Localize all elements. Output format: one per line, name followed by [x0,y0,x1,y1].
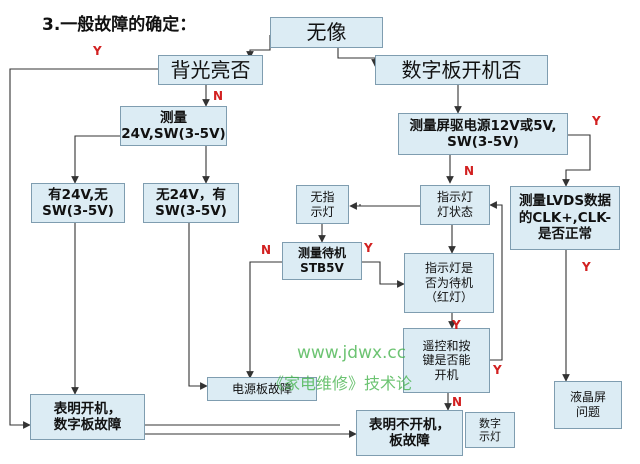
node-measure-screen-power: 测量屏驱电源12V或5V, SW(3-5V) [398,113,568,155]
label-y-indicator-standby: Y [452,318,461,332]
node-partial-box: 数字 示灯 [465,412,515,448]
label-y-standby: Y [364,241,373,255]
node-boot-digital-fault: 表明开机， 数字板故障 [30,394,145,440]
label-n-backlight: N [213,89,224,103]
label-y-remote: Y [493,363,502,377]
label-y-screen: Y [592,114,601,128]
node-no-24v-has-sw: 无24V，有 SW(3-5V) [143,183,239,223]
node-display-fault: 液晶屏 问题 [554,381,622,429]
node-measure-24v: 测量 24V,SW(3-5V) [120,106,227,146]
node-indicator-standby: 指示灯是 否为待机 （红灯） [404,253,494,313]
label-n-standby: N [261,243,272,257]
node-indicator-state: 指示灯 灯状态 [420,185,490,225]
node-no-indicator: 无指 示灯 [296,185,349,224]
watermark-url: www.jdwx.cc [297,343,407,363]
node-digital-board: 数字板开机否 [375,55,548,85]
label-n-remote: N [452,395,463,409]
node-power-board-fault: 电源板故障 [207,377,317,401]
label-y-lvds: Y [582,260,591,274]
node-measure-lvds: 测量LVDS数据 的CLK+,CLK- 是否正常 [510,186,620,250]
node-measure-standby: 测量待机 STB5V [282,242,362,280]
node-has-24v-no-sw: 有24V,无 SW(3-5V) [31,183,125,223]
node-backlight: 背光亮否 [158,55,263,85]
node-no-boot-fault: 表明不开机， 板故障 [356,410,463,456]
diagram-heading: 3.一般故障的确定： [42,15,197,35]
label-n-indicator: N [464,164,475,178]
label-y-top: Y [93,44,102,58]
watermark-name: 《家电维修》技术论 [268,374,413,393]
node-no-image: 无像 [270,17,383,48]
node-remote-keys: 遥控和按 键是否能 开机 [403,328,490,393]
